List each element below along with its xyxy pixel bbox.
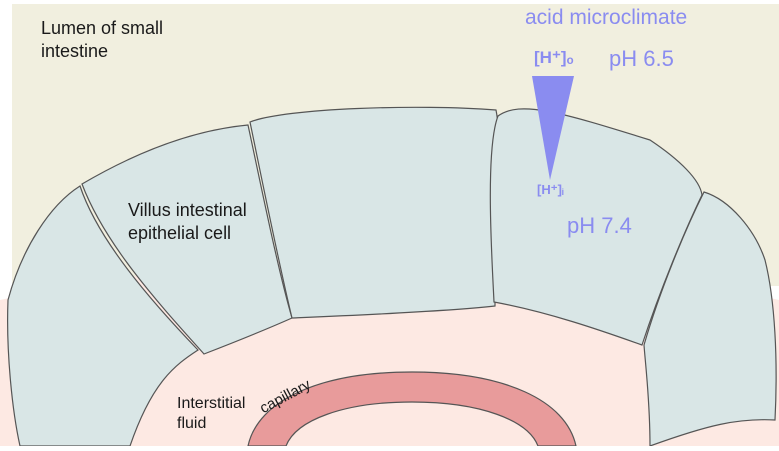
- h-inside-label: [H⁺]ᵢ: [537, 182, 564, 197]
- lumen-label: Lumen of small intestine: [41, 18, 164, 61]
- interstitial-fluid-label: Interstitial fluid: [177, 395, 246, 432]
- ph-outside-label: pH 6.5: [609, 46, 674, 71]
- epithelial-cell-4: [489, 108, 703, 346]
- epithelial-cell-3: [249, 106, 500, 319]
- acid-microclimate-label: acid microclimate: [525, 6, 688, 29]
- epithelial-cell-5: [643, 191, 777, 447]
- h-outside-label: [H⁺]ₒ: [534, 48, 574, 67]
- epithelial-cell-1: [7, 185, 199, 447]
- ph-inside-label: pH 7.4: [567, 213, 632, 238]
- proton-gradient-triangle: [532, 76, 574, 180]
- villus-cell-label: Villus intestinal epithelial cell: [128, 200, 247, 243]
